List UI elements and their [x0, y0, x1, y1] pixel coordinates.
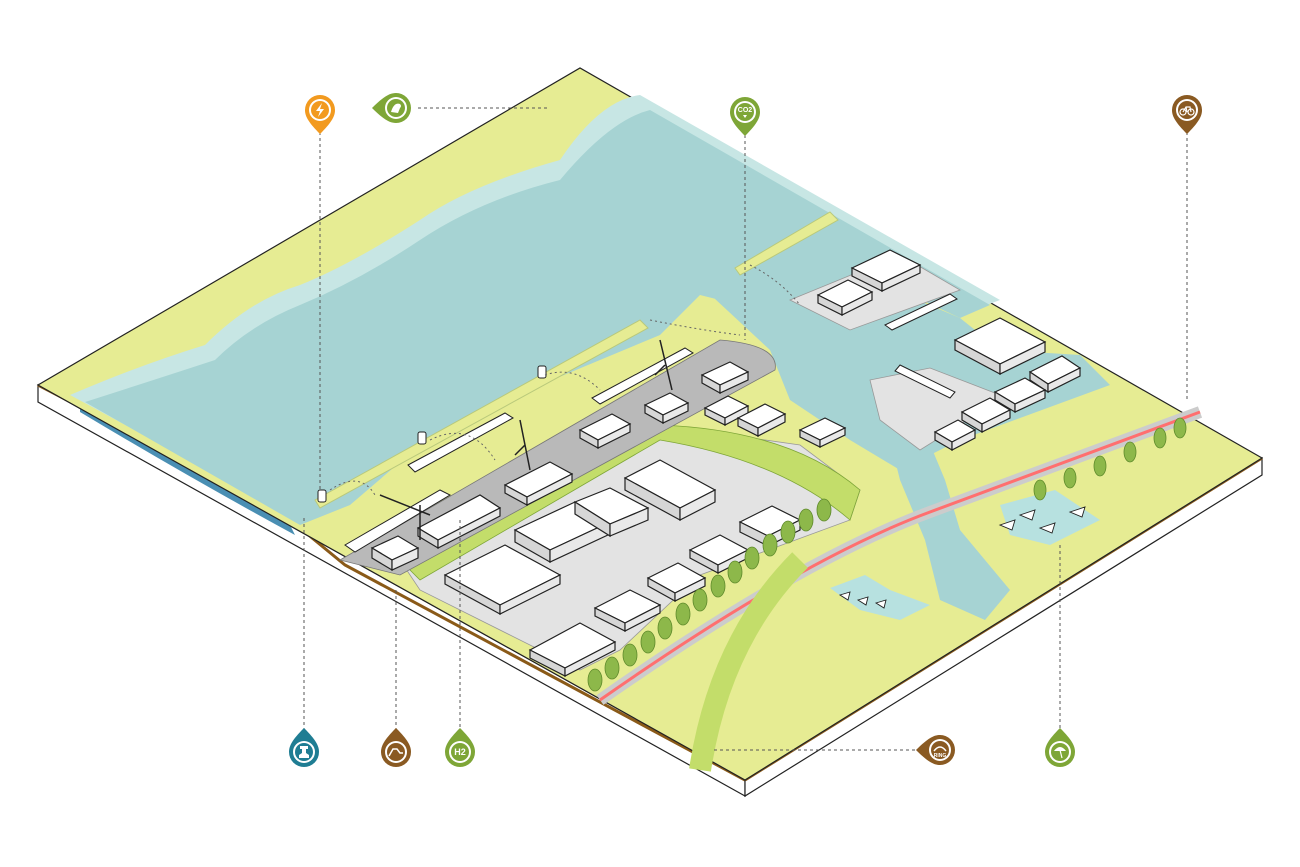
warehouse — [528, 622, 617, 677]
port-cranes — [379, 339, 673, 540]
buildings — [370, 249, 1082, 677]
pin-cycling[interactable] — [1172, 95, 1202, 134]
road-network — [596, 406, 1203, 772]
buoy — [417, 431, 427, 445]
warehouse — [646, 562, 707, 603]
green-corridor — [689, 552, 808, 772]
tree — [1153, 427, 1167, 449]
dike-profile-icon — [388, 748, 403, 757]
tree — [1173, 417, 1187, 439]
pin-ecology[interactable] — [372, 93, 411, 123]
small-boat-basin — [830, 575, 930, 620]
tree-row — [587, 417, 1187, 692]
terminal-building — [993, 377, 1047, 414]
tree — [640, 630, 656, 654]
shipping-routes — [329, 264, 801, 496]
quay-shed — [370, 535, 420, 572]
yacht — [998, 519, 1016, 531]
sandbank-left — [314, 319, 649, 509]
yacht — [838, 591, 851, 601]
tree — [657, 616, 673, 640]
ships — [344, 293, 958, 553]
co2-capture-icon: CO2 — [738, 107, 753, 114]
tree — [1093, 455, 1107, 477]
beach-umbrella-icon — [1054, 747, 1066, 759]
lightning-icon — [316, 103, 324, 117]
tree — [798, 508, 814, 532]
water-pump-icon — [299, 746, 309, 758]
yacht — [1018, 509, 1036, 521]
route — [329, 480, 376, 496]
cargo-ship — [884, 293, 958, 331]
buoys — [317, 365, 547, 503]
crane — [654, 339, 673, 391]
quay-shed — [643, 392, 690, 425]
cargo-ship — [591, 347, 694, 405]
terminal-building — [1028, 355, 1082, 394]
quay-shed — [503, 461, 574, 507]
pin-dike[interactable] — [381, 728, 411, 767]
yacht — [856, 596, 869, 606]
quay-shed — [578, 413, 632, 450]
tree — [710, 574, 726, 598]
tree — [1033, 479, 1047, 501]
cargo-ship — [344, 489, 452, 553]
yacht — [1038, 522, 1056, 534]
tree — [762, 533, 778, 557]
warehouse — [593, 589, 662, 632]
quay-shed — [798, 417, 847, 448]
pin-ring-dike[interactable]: RING — [916, 735, 955, 765]
yacht — [1068, 506, 1086, 518]
sandbank-right — [734, 211, 839, 276]
pin-recreation[interactable] — [1045, 728, 1075, 767]
tree — [1063, 467, 1077, 489]
crane — [379, 494, 431, 540]
buoy — [537, 365, 547, 379]
sea — [85, 110, 990, 525]
leader-lines — [303, 107, 1188, 751]
warehouse — [443, 544, 562, 616]
tree — [744, 546, 760, 570]
route — [749, 264, 801, 306]
terminal-building — [960, 397, 1012, 434]
quay-shed — [700, 361, 750, 395]
pin-hydrogen[interactable]: H2 — [445, 728, 475, 767]
quay-shed — [736, 403, 787, 437]
tree — [604, 656, 620, 680]
bird-icon — [391, 103, 401, 113]
pin-co2[interactable]: CO2 — [730, 97, 760, 136]
green-dike-strip — [399, 424, 861, 581]
terminal-building — [933, 419, 977, 452]
yacht — [874, 599, 887, 609]
bicycle-icon — [1179, 106, 1195, 116]
route — [544, 371, 601, 391]
tree — [675, 602, 691, 626]
ring-dike-icon: RING — [934, 753, 947, 759]
marina-yachts — [838, 506, 1086, 609]
cargo-ship — [894, 364, 956, 399]
cargo-ship — [407, 412, 514, 473]
yacht-basin — [1000, 490, 1100, 545]
terminal-building — [850, 249, 922, 292]
quay-shed — [703, 395, 750, 426]
terminal-building — [816, 279, 874, 316]
terminal-building — [953, 317, 1047, 375]
warehouse — [573, 487, 650, 538]
tree — [727, 560, 743, 584]
sandbanks — [314, 211, 839, 509]
tree — [780, 520, 796, 544]
tree — [816, 498, 832, 522]
pin-energy[interactable] — [305, 95, 335, 134]
tree — [692, 588, 708, 612]
buoy — [317, 489, 327, 503]
pin-water[interactable] — [289, 728, 319, 767]
hydrogen-icon: H2 — [454, 747, 466, 757]
tree — [622, 643, 638, 667]
crane — [514, 419, 531, 471]
quay-shed — [416, 494, 502, 550]
tree — [587, 668, 603, 692]
warehouse — [623, 459, 717, 522]
tree — [1123, 441, 1137, 463]
